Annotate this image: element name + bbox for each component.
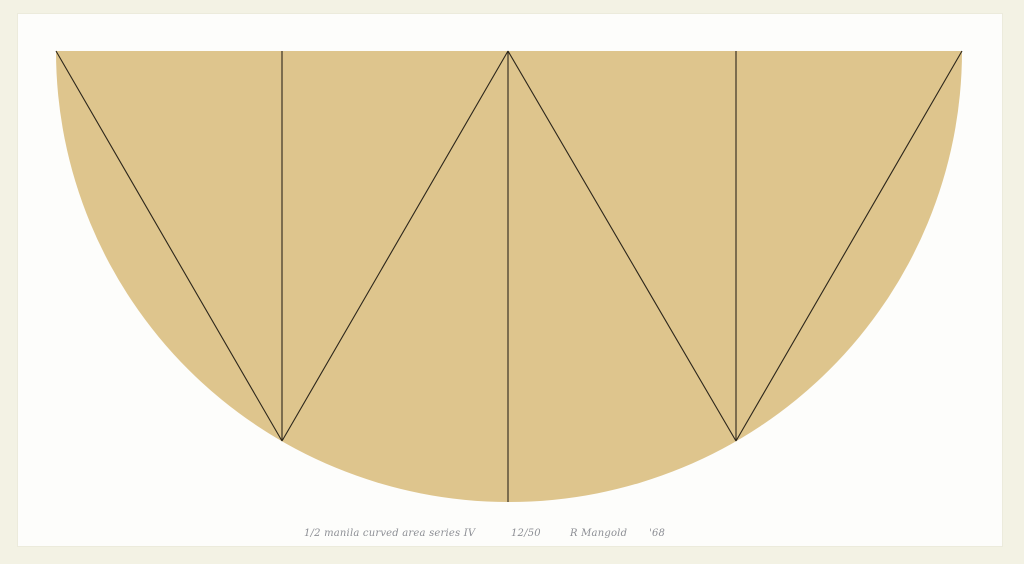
diagonal-line xyxy=(281,50,509,442)
date-inscription: '68 xyxy=(649,528,666,539)
half-circle-shape xyxy=(56,51,962,502)
diagonal-line xyxy=(55,50,283,442)
artwork-title-inscription: 1/2 manila curved area series IV xyxy=(304,528,476,539)
diagonal-line xyxy=(507,50,737,442)
edition-number: 12/50 xyxy=(511,528,541,539)
diagonal-line xyxy=(735,50,963,442)
artist-signature: R Mangold xyxy=(570,528,628,539)
